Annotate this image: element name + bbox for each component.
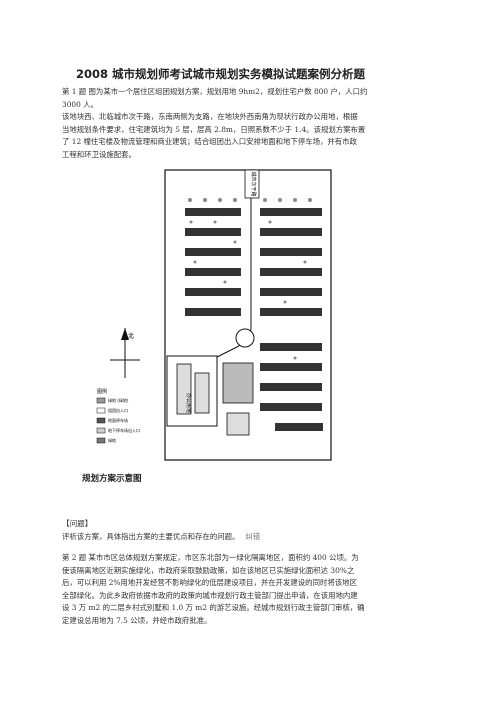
legend-item: 地面停车场 (108, 417, 128, 423)
q1-line: 第 1 题 图为某市一个居住区组团规划方案，规划用地 9hm2，规划住宅户数 8… (62, 87, 368, 96)
admin-area (166, 355, 218, 427)
q1-line: 当地规划条件要求，住宅建筑均为 5 层，层高 2.8m，日照系数不少于 1.4。… (62, 124, 366, 134)
question-1-text: 第 1 题 图为某市一个居住区组团规划方案，规划用地 9hm2，规划住宅户数 8… (62, 86, 430, 161)
commercial-building (222, 362, 254, 404)
q1-ask-text: 评析该方案，具体指出方案的主要优点和存在的问题。 (62, 532, 240, 541)
q1-line: 了 12 幢住宅楼及物流管理和商业建筑；结合组团出入口安排地面和地下停车场，并有… (62, 137, 357, 146)
q1-line: 3000 人。 (62, 99, 98, 109)
q2-line: 后，可以利用 2%用地开发经营不影响绿化的低层建设项目，并在开发建设的同时将该地… (62, 578, 357, 587)
green-space (188, 198, 312, 360)
legend-item: 绿地 (绿地) (108, 397, 129, 403)
q2-line: 使该隔离地区近期实施绿化，市政府采取鼓励政策，如在该地区已实施绿化面积达 30%… (62, 565, 355, 575)
figure-caption: 规划方案示意图 (82, 474, 142, 484)
north-arrow-icon: 北 (110, 328, 140, 378)
q2-line: 全部绿化。为此乡政府依据市政府的政策向城市规划行政主管部门提出申请，在该用地内建 (62, 590, 358, 600)
q2-line: 第 2 题 某市市区总体规划方案规定，市区东北部为一绿化隔离地区，面积约 400… (62, 553, 359, 562)
q1-line: 工程和环卫设施配套。 (62, 149, 136, 159)
site-plan-figure: 城市次干路 (96, 169, 332, 461)
q1-ask-extra: 纠错 (245, 532, 261, 541)
question-1-ask: 评析该方案，具体指出方案的主要优点和存在的问题。纠错 (62, 531, 260, 542)
legend: 图例 绿地 (绿地) 组团出入口 地面停车场 地下停车场出入口 绿地 (96, 388, 140, 444)
admin-label: 办公用地 (185, 393, 192, 413)
q1-line: 该地块西、北临城市次干路，东南两侧为支路，在地块外西南角为现状行政办公用地，根据 (62, 112, 358, 121)
road-label: 城市次干路 (250, 171, 257, 196)
north-road (244, 169, 260, 199)
svg-text:北: 北 (128, 332, 134, 340)
legend-item: 绿地 (108, 437, 116, 443)
legend-item: 地下停车场出入口 (108, 427, 140, 433)
question-2-text: 第 2 题 某市市区总体规划方案规定，市区东北部为一绿化隔离地区，面积约 400… (62, 552, 430, 627)
residential-buildings (185, 208, 323, 431)
q2-line: 定建设总用地为 7.5 公顷，并经市政府批准。 (62, 615, 212, 625)
roundabout (235, 328, 255, 348)
legend-item: 组团出入口 (108, 407, 128, 413)
question-heading: 【问题】 (62, 519, 93, 528)
document-title: 2008 城市规划师考试城市规划实务模拟试题案例分析题 (76, 67, 366, 81)
q2-line: 设 3 万 m2 的二层乡村式别墅和 1.0 万 m2 的游艺设施。经城市规划行… (62, 603, 365, 612)
legend-title: 图例 (97, 388, 107, 395)
